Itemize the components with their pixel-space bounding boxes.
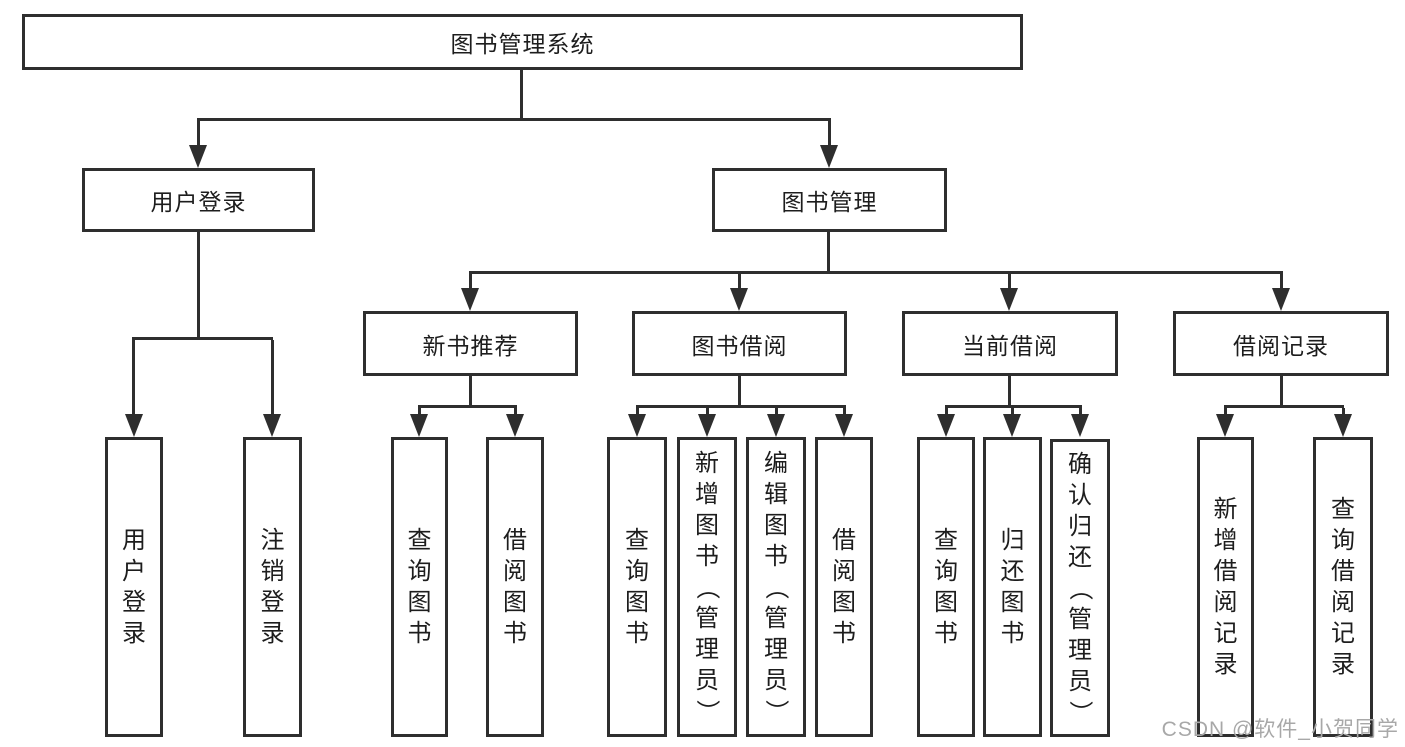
arrow-down-icon (698, 414, 716, 437)
arrow-down-icon (1003, 414, 1021, 437)
leaf-query-borrow-record: 查询借阅记录 (1313, 437, 1373, 737)
connector (469, 271, 1283, 274)
leaf-query-books-3-label: 查询图书 (934, 527, 958, 647)
connector (1224, 405, 1344, 408)
leaf-query-books-1: 查询图书 (391, 437, 448, 737)
arrow-down-icon (1216, 414, 1234, 437)
arrow-down-icon (730, 288, 748, 311)
node-new-book-recommend-label: 新书推荐 (422, 332, 519, 359)
arrow-down-icon (189, 145, 207, 168)
connector (1008, 376, 1011, 408)
connector (514, 408, 517, 418)
node-current-borrowing-label: 当前借阅 (962, 332, 1058, 359)
connector (636, 405, 846, 408)
connector (520, 70, 523, 120)
connector (945, 405, 1082, 408)
arrow-down-icon (937, 414, 955, 437)
leaf-confirm-return-admin-label: 确认归还（管理员） (1066, 450, 1094, 725)
leaf-add-borrow-record: 新增借阅记录 (1197, 437, 1254, 737)
node-book-management: 图书管理 (712, 168, 947, 232)
arrow-down-icon (461, 288, 479, 311)
node-borrowing-records-label: 借阅记录 (1233, 332, 1329, 359)
connector (738, 376, 741, 408)
leaf-return-books-label: 归还图书 (1000, 527, 1025, 647)
connector (1079, 408, 1082, 418)
arrow-down-icon (125, 414, 143, 437)
node-book-management-label: 图书管理 (781, 189, 878, 215)
connector (1280, 274, 1283, 292)
leaf-query-books-3: 查询图书 (917, 437, 975, 737)
csdn-watermark: CSDN @软件_小贺同学 (1161, 718, 1399, 741)
connector (738, 274, 741, 292)
node-user-login: 用户登录 (82, 168, 315, 232)
connector (418, 405, 517, 408)
leaf-user-login-label: 用户登录 (122, 527, 146, 647)
leaf-query-borrow-record-label: 查询借阅记录 (1331, 496, 1355, 678)
arrow-down-icon (835, 414, 853, 437)
connector (706, 408, 709, 418)
leaf-edit-books-admin-label: 编辑图书（管理员） (762, 449, 790, 724)
leaf-user-login: 用户登录 (105, 437, 163, 737)
connector (197, 232, 200, 340)
leaf-query-books-2-label: 查询图书 (625, 527, 649, 647)
node-current-borrowing: 当前借阅 (902, 311, 1118, 376)
leaf-confirm-return-admin: 确认归还（管理员） (1050, 439, 1110, 737)
connector (469, 274, 472, 292)
connector (418, 408, 421, 418)
connector (469, 376, 472, 408)
connector (1280, 376, 1283, 408)
arrow-down-icon (1272, 288, 1290, 311)
connector (828, 120, 831, 150)
leaf-borrow-books-1-label: 借阅图书 (503, 527, 527, 647)
arrow-down-icon (410, 414, 428, 437)
leaf-query-books-2: 查询图书 (607, 437, 667, 737)
connector (775, 408, 778, 418)
connector (197, 120, 200, 150)
connector (1224, 408, 1227, 418)
node-root-label: 图书管理系统 (450, 31, 595, 57)
connector (843, 408, 846, 418)
leaf-borrow-books-2-label: 借阅图书 (832, 527, 856, 647)
leaf-edit-books-admin: 编辑图书（管理员） (746, 437, 806, 737)
arrow-down-icon (506, 414, 524, 437)
leaf-borrow-books-2: 借阅图书 (815, 437, 873, 737)
connector (197, 118, 831, 121)
node-book-borrowing-label: 图书借阅 (691, 332, 788, 359)
arrow-down-icon (820, 145, 838, 168)
leaf-add-borrow-record-label: 新增借阅记录 (1213, 496, 1238, 678)
connector (827, 232, 830, 274)
arrow-down-icon (628, 414, 646, 437)
node-root: 图书管理系统 (22, 14, 1023, 70)
node-book-borrowing: 图书借阅 (632, 311, 847, 376)
node-borrowing-records: 借阅记录 (1173, 311, 1389, 376)
connector (1342, 408, 1345, 418)
leaf-add-books-admin: 新增图书（管理员） (677, 437, 737, 737)
arrow-down-icon (767, 414, 785, 437)
connector (132, 340, 135, 418)
connector (271, 340, 274, 418)
connector (1011, 408, 1014, 418)
leaf-logout: 注销登录 (243, 437, 302, 737)
leaf-return-books: 归还图书 (983, 437, 1042, 737)
connector (1008, 274, 1011, 292)
arrow-down-icon (1071, 414, 1089, 437)
node-new-book-recommend: 新书推荐 (363, 311, 578, 376)
leaf-query-books-1-label: 查询图书 (407, 527, 432, 647)
leaf-borrow-books-1: 借阅图书 (486, 437, 544, 737)
node-user-login-label: 用户登录 (150, 189, 247, 215)
leaf-add-books-admin-label: 新增图书（管理员） (693, 449, 721, 724)
connector (636, 408, 639, 418)
connector (132, 337, 273, 340)
connector (945, 408, 948, 418)
leaf-logout-label: 注销登录 (260, 527, 285, 647)
arrow-down-icon (1334, 414, 1352, 437)
arrow-down-icon (1000, 288, 1018, 311)
arrow-down-icon (263, 414, 281, 437)
